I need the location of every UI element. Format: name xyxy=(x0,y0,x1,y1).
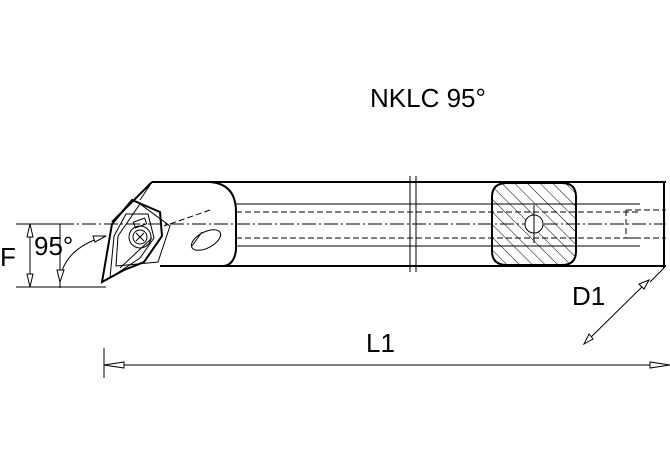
cross-section xyxy=(491,182,577,266)
dimension-f-label: F xyxy=(0,242,16,272)
dimension-l1-label: L1 xyxy=(366,328,395,358)
insert-pocket xyxy=(115,203,171,267)
drawing-title: NKLC 95° xyxy=(370,83,486,113)
dimension-f xyxy=(16,223,106,288)
angle-95-label: 95° xyxy=(34,231,73,261)
bar-body xyxy=(111,181,666,268)
break-lines xyxy=(409,176,417,272)
dimension-l1 xyxy=(103,348,670,378)
cutting-insert xyxy=(100,198,164,284)
dimension-d1-label: D1 xyxy=(572,281,605,311)
clamp-slot xyxy=(190,229,222,251)
coolant-port xyxy=(625,209,666,239)
angle-95 xyxy=(56,224,107,288)
dimension-d1 xyxy=(582,267,665,346)
